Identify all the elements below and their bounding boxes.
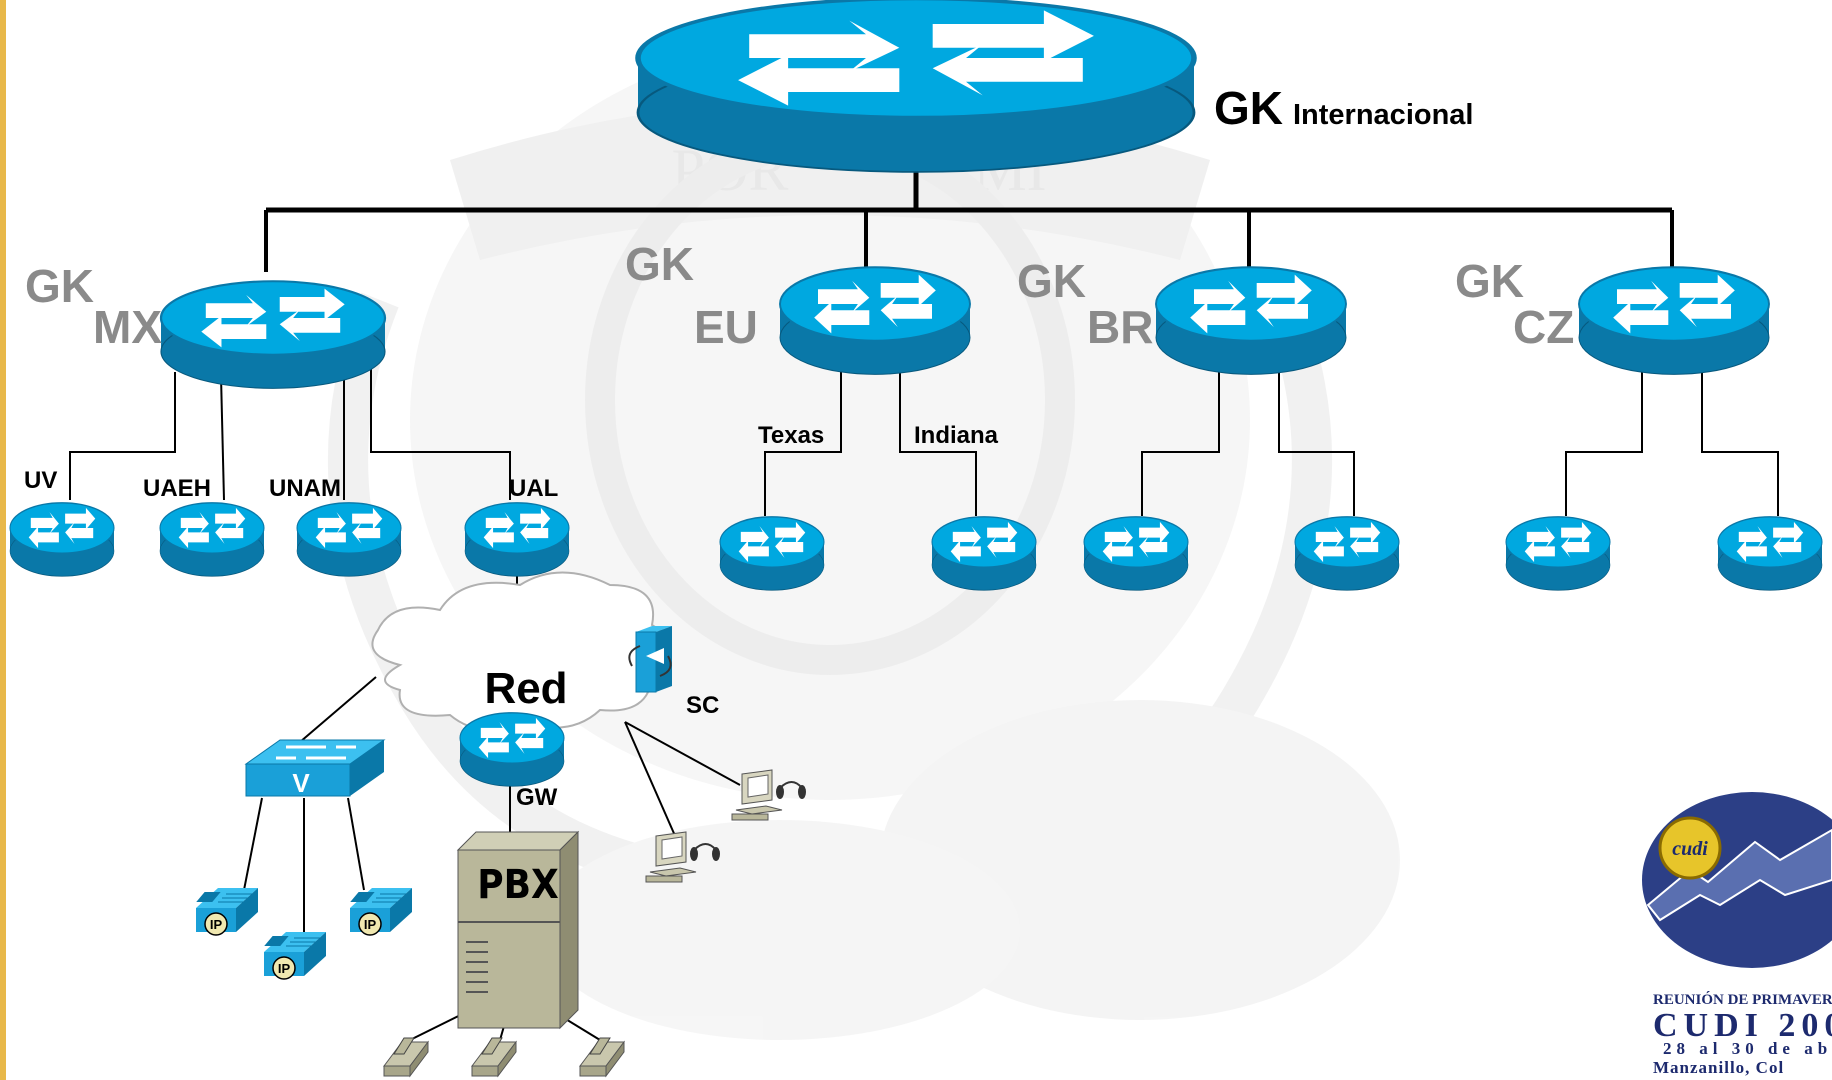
site-uaeh-label: UAEH xyxy=(143,475,211,502)
router-icon xyxy=(1717,516,1823,591)
site-unam-label: UNAM xyxy=(269,475,341,502)
cudi-logo: cudi REUNIÓN DE PRIMAVERA CUDI 200 28 al… xyxy=(1642,792,1832,1077)
switch-icon: V xyxy=(244,739,386,798)
sc-label: SC xyxy=(686,692,719,719)
router-icon xyxy=(1505,516,1611,591)
svg-text:REUNIÓN DE PRIMAVERA: REUNIÓN DE PRIMAVERA xyxy=(1653,991,1832,1008)
svg-text:PBX: PBX xyxy=(477,862,559,908)
gk-cz-label: GK xyxy=(1455,255,1524,307)
router-icon xyxy=(931,516,1037,591)
gk-cz-country: CZ xyxy=(1513,301,1574,353)
slide-sidebar-stripe xyxy=(0,0,6,1080)
router-icon xyxy=(1577,266,1771,376)
analog-phone-icon xyxy=(471,1037,517,1077)
analog-phone-icon xyxy=(579,1037,625,1077)
svg-text:cudi: cudi xyxy=(1672,838,1708,860)
pbx-icon: PBX xyxy=(456,830,580,1030)
router-icon xyxy=(296,502,402,577)
site-ual-label: UAL xyxy=(509,475,558,502)
router-icon xyxy=(778,266,972,376)
ip-phone-icon xyxy=(195,887,259,936)
router-icon xyxy=(159,502,265,577)
gk-eu-country: EU xyxy=(694,301,758,353)
router-icon xyxy=(638,0,1194,172)
site-indiana-label: Indiana xyxy=(914,422,999,449)
site-texas-label: Texas xyxy=(758,422,824,449)
svg-text:Manzanillo, Col: Manzanillo, Col xyxy=(1653,1058,1784,1077)
router-icon xyxy=(1083,516,1189,591)
site-uv-label: UV xyxy=(24,467,57,494)
router-icon xyxy=(459,712,565,787)
svg-text:CUDI 200: CUDI 200 xyxy=(1653,1007,1832,1044)
gw-label: GW xyxy=(516,784,558,811)
gk-eu-label: GK xyxy=(625,238,694,290)
links xyxy=(69,135,1779,1041)
gk-br-country: BR xyxy=(1087,301,1153,353)
router-icon xyxy=(1294,516,1400,591)
router-icon xyxy=(719,516,825,591)
router-icon xyxy=(159,280,387,390)
gk-mx-label: GK xyxy=(25,260,94,312)
router-icon xyxy=(1154,266,1348,376)
ip-phone-icon xyxy=(349,887,413,936)
cloud-label: Red xyxy=(484,664,567,713)
ip-phone-icon xyxy=(263,931,327,980)
sc-icon xyxy=(628,626,672,693)
router-icon xyxy=(9,502,115,577)
analog-phone-icon xyxy=(383,1037,429,1077)
gk-br-label: GK xyxy=(1017,255,1086,307)
gk-mx-country: MX xyxy=(93,301,162,353)
svg-text:V: V xyxy=(292,768,310,798)
svg-text:28 al 30 de ab: 28 al 30 de ab xyxy=(1663,1039,1832,1058)
router-icon xyxy=(464,502,570,577)
